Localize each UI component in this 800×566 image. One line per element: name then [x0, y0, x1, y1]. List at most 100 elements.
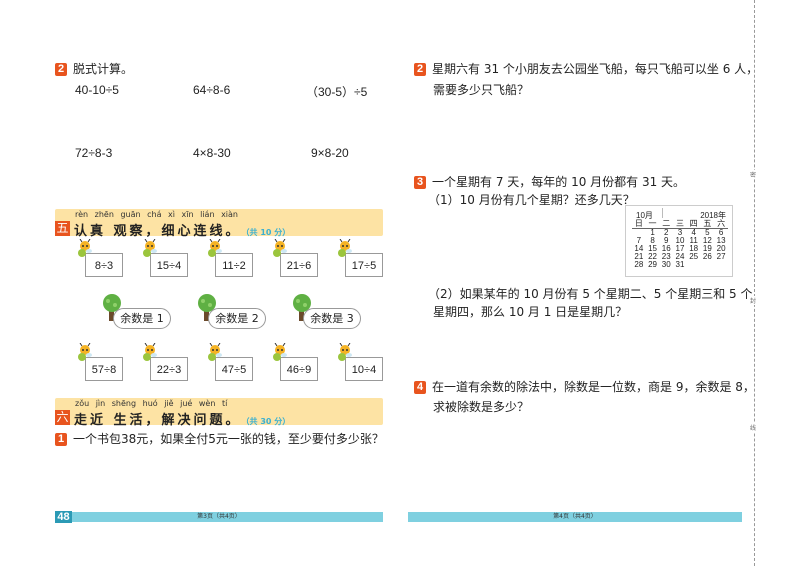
day-cell: 9	[664, 236, 669, 245]
score: （共 30 分）	[245, 417, 291, 426]
question-number: 2	[414, 63, 426, 76]
day-cell: 16	[661, 244, 671, 253]
day-cell: 26	[702, 252, 712, 261]
expression: 72÷8-3	[75, 146, 113, 160]
day-cell: 3	[677, 228, 683, 237]
division-card[interactable]: 17÷5	[345, 253, 383, 277]
day-cell: 15	[648, 244, 657, 253]
question-number: 2	[55, 63, 67, 76]
page-label: 第3页（共4页）	[197, 513, 241, 520]
question-text: 一个书包38元，如果全付5元一张的钱，至少要付多少张？	[73, 432, 384, 446]
section-title: 认真 观察，细心连线。（共 10 分）	[74, 220, 290, 239]
bee-icon	[272, 342, 288, 361]
section-badge: 五	[55, 221, 70, 236]
day-cell: 22	[648, 252, 657, 261]
sub-question-2: （2）如果某年的 10 月份有 5 个星期二、5 个星期三和 5 个	[428, 287, 753, 301]
question-title: 脱式计算。	[73, 62, 134, 76]
day-cell	[701, 261, 715, 269]
remainder-bubble[interactable]: 余数是 3	[303, 308, 361, 329]
division-card[interactable]: 11÷2	[215, 253, 253, 277]
day-cell: 2	[664, 228, 669, 237]
division-card[interactable]: 8÷3	[85, 253, 123, 277]
calendar-header: 10月 2018年	[626, 206, 732, 220]
weekday: 三	[675, 219, 684, 228]
day-cell: 31	[675, 260, 685, 269]
division-card[interactable]: 21÷6	[280, 253, 318, 277]
tree-icon	[101, 293, 123, 321]
day-cell: 7	[636, 236, 642, 245]
question-text-line2: 求被除数是多少？	[433, 400, 530, 414]
day-cell: 11	[689, 236, 698, 245]
question-text: 在一道有余数的除法中，除数是一位数，商是 9，余数是 8，	[432, 380, 755, 394]
division-card[interactable]: 47÷5	[215, 357, 253, 381]
day-cell: 17	[675, 244, 685, 253]
bee-icon	[207, 238, 223, 257]
remainder-bubble[interactable]: 余数是 2	[208, 308, 266, 329]
day-cell: 25	[689, 252, 699, 261]
day-cell: 6	[718, 228, 724, 237]
section-6-banner: 六 zǒu jìn shēng huó jiě jué wèn tí 走近 生活…	[55, 398, 383, 428]
division-card[interactable]: 15÷4	[150, 253, 188, 277]
question-number: 3	[414, 176, 426, 189]
day-cell: 20	[716, 244, 726, 253]
page-label: 第4页（共4页）	[553, 513, 597, 520]
question-text: 星期六有 31 个小朋友去公园坐飞船，每只飞船可以坐 6 人，	[432, 62, 759, 76]
bee-icon	[272, 238, 288, 257]
question-2: 2 星期六有 31 个小朋友去公园坐飞船，每只飞船可以坐 6 人，	[414, 60, 758, 77]
division-card[interactable]: 22÷3	[150, 357, 188, 381]
weekday: 一	[648, 219, 657, 228]
bee-icon	[207, 342, 223, 361]
question-text-line2: 需要多少只飞船？	[433, 83, 530, 97]
bee-icon	[337, 238, 353, 257]
day-cell: 28	[634, 260, 644, 269]
calendar-year: 2018年	[700, 211, 726, 220]
tree-icon	[196, 293, 218, 321]
margin-char: 线	[750, 423, 757, 432]
section-badge: 六	[55, 410, 70, 425]
day-cell: 18	[689, 244, 699, 253]
pinyin: zǒu jìn shēng huó jiě jué wèn tí	[75, 399, 228, 408]
day-cell: 13	[716, 236, 726, 245]
weekday-row: 日一二三四五六	[632, 220, 728, 229]
question-number: 4	[414, 381, 426, 394]
sub-question-1: （1）10 月份有几个星期？还多几天？	[428, 193, 635, 207]
day-cell: 27	[716, 252, 726, 261]
day-cell: 5	[705, 228, 710, 237]
day-cell: 10	[675, 236, 685, 245]
footer-right: 第4页（共4页）	[408, 512, 742, 522]
day-cell: 24	[675, 252, 685, 261]
footer-left: 48 第3页（共4页）	[55, 511, 383, 523]
calendar-month: 10月	[636, 211, 653, 220]
day-cell: 12	[702, 236, 712, 245]
question-4: 4 在一道有余数的除法中，除数是一位数，商是 9，余数是 8，	[414, 378, 755, 395]
day-cell: 1	[650, 228, 655, 237]
bee-icon	[142, 238, 158, 257]
title-text: 认真 观察，细心连线。	[74, 224, 242, 239]
weekday: 四	[689, 219, 698, 228]
weekday: 五	[703, 219, 712, 228]
division-card[interactable]: 46÷9	[280, 357, 318, 381]
tree-icon	[291, 293, 313, 321]
weekday: 日	[634, 219, 643, 228]
division-card[interactable]: 10÷4	[345, 357, 383, 381]
weekday: 二	[662, 219, 671, 228]
weekday: 六	[717, 219, 726, 228]
bee-icon	[77, 238, 93, 257]
page-number: 48	[55, 511, 72, 523]
division-card[interactable]: 57÷8	[85, 357, 123, 381]
expression: 4×8-30	[193, 146, 231, 160]
remainder-bubble[interactable]: 余数是 1	[113, 308, 171, 329]
bee-icon	[142, 342, 158, 361]
day-cell: 14	[634, 244, 644, 253]
score: （共 10 分）	[245, 228, 291, 237]
day-cell: 19	[702, 244, 712, 253]
margin-char: 封	[750, 296, 757, 305]
margin-char: 密	[750, 170, 757, 179]
